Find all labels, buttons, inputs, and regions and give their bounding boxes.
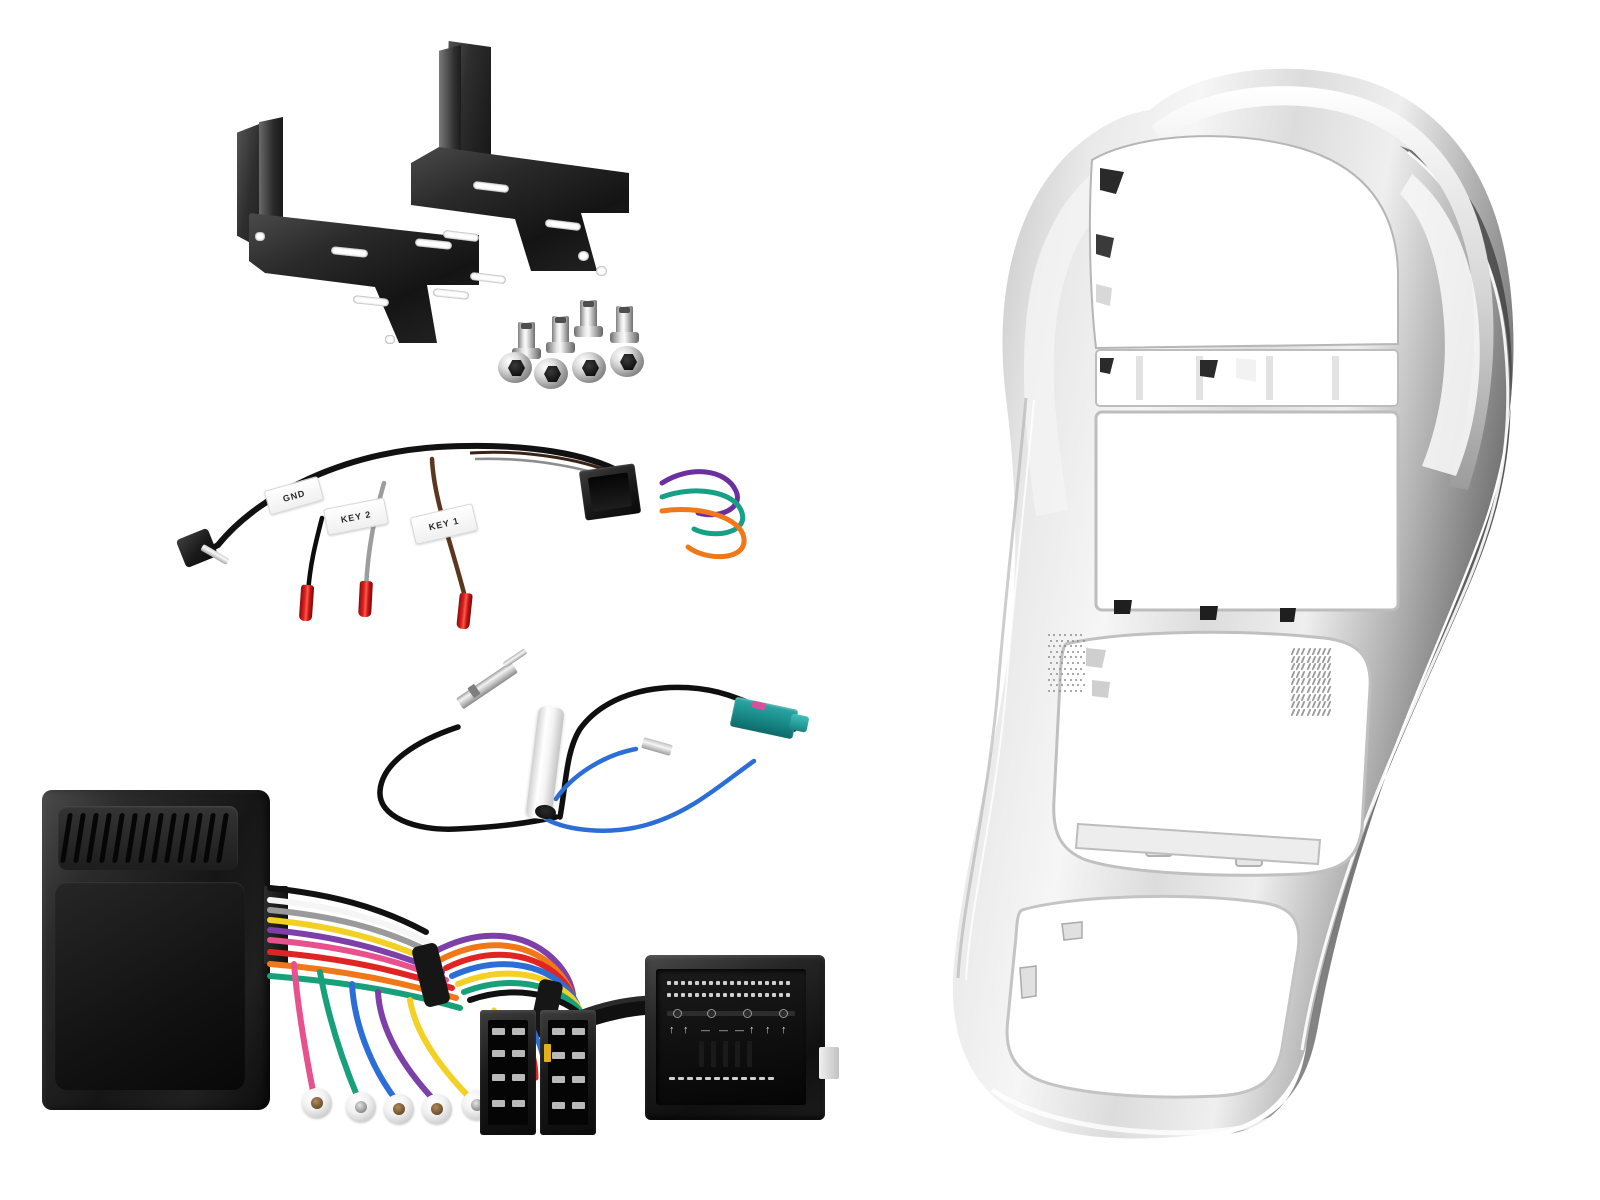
mounting-brackets-group [215,35,645,355]
swc-patch-lead: GND KEY 2 KEY 1 [170,425,747,630]
module-face-panel [55,882,245,1090]
quadlock-connector: ↑ ↑ ↑ ↑ ↑ — — — [645,955,839,1120]
screw-laid [610,346,644,377]
iso-key-marker [544,1044,551,1062]
bullet-terminal [358,580,373,618]
quadlock-pin-row [669,1077,774,1080]
iso-connector [480,1010,600,1135]
screw-laid [572,352,606,383]
antenna-adapter-wires [377,684,797,833]
screws-group [490,300,670,410]
screw-laid [534,358,568,389]
quadlock-cavity [656,969,806,1105]
butt-connector [422,1094,452,1124]
quadlock-latch-tab [819,1047,839,1079]
fascia-shape [952,68,1514,1139]
fakra-connector-nose [788,713,810,733]
quadlock-pin-row [667,993,790,997]
antenna-adapter [360,645,830,840]
speaker-grille-right [1290,648,1338,718]
speaker-grille-left [1048,634,1088,698]
butt-connector [384,1094,414,1124]
swc-lead-wires [199,442,747,604]
butt-connector [346,1092,376,1122]
butt-connector [302,1088,332,1118]
interface-module [42,790,288,1110]
iso-cavity-a [488,1020,528,1125]
module-vent-grille [58,806,238,870]
fascia-panel [900,48,1540,1158]
iso-cavity-b [548,1020,588,1125]
bullet-terminal [298,584,315,622]
screw-laid [498,352,532,383]
swc-connector-cavity [587,472,633,512]
quadlock-pin-row [667,981,790,985]
